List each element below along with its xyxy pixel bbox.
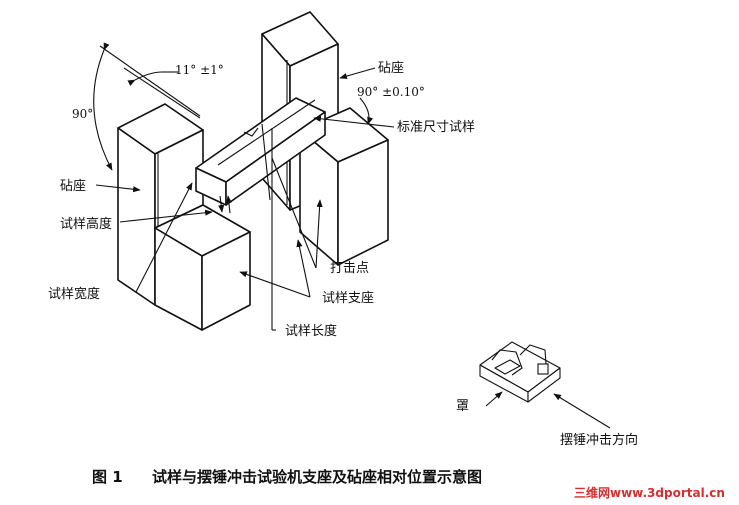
label-specimen-width: 试样宽度: [48, 286, 100, 302]
caption-figure-number: 图 1: [92, 468, 123, 486]
label-specimen-length: 试样长度: [285, 323, 337, 339]
caption-title: 试样与摆锤冲击试验机支座及砧座相对位置示意图: [152, 468, 482, 486]
label-swing-direction: 摆锤冲击方向: [560, 432, 638, 448]
leader-lines: [95, 67, 395, 331]
angle-annotations: [93, 42, 374, 171]
left-support-block: [154, 204, 251, 331]
shroud-inset: 罩 摆锤冲击方向: [456, 341, 638, 448]
watermark-text: 三维网www.3dportal.cn: [574, 485, 725, 500]
label-angle-90: 90°: [72, 107, 93, 121]
label-shroud: 罩: [456, 399, 469, 414]
diagram-labels: 砧座 11° ±1° 90° 90° ±0.10° 标准尺寸试样 砧座 试样高度…: [48, 61, 475, 339]
left-anvil-block: [117, 103, 204, 306]
label-angle-11: 11° ±1°: [175, 63, 224, 77]
label-strike-point: 打击点: [330, 261, 369, 276]
label-anvil-top: 砧座: [378, 61, 404, 76]
figure-caption: 图 1 试样与摆锤冲击试验机支座及砧座相对位置示意图: [92, 468, 482, 486]
label-standard-specimen: 标准尺寸试样: [397, 120, 475, 135]
label-anvil-left: 砧座: [60, 179, 86, 194]
label-specimen-support: 试样支座: [322, 291, 374, 306]
specimen-bar: [195, 97, 326, 330]
label-angle-90-tol: 90° ±0.10°: [357, 85, 425, 99]
right-support-block: [299, 107, 389, 266]
label-specimen-height: 试样高度: [60, 216, 112, 232]
